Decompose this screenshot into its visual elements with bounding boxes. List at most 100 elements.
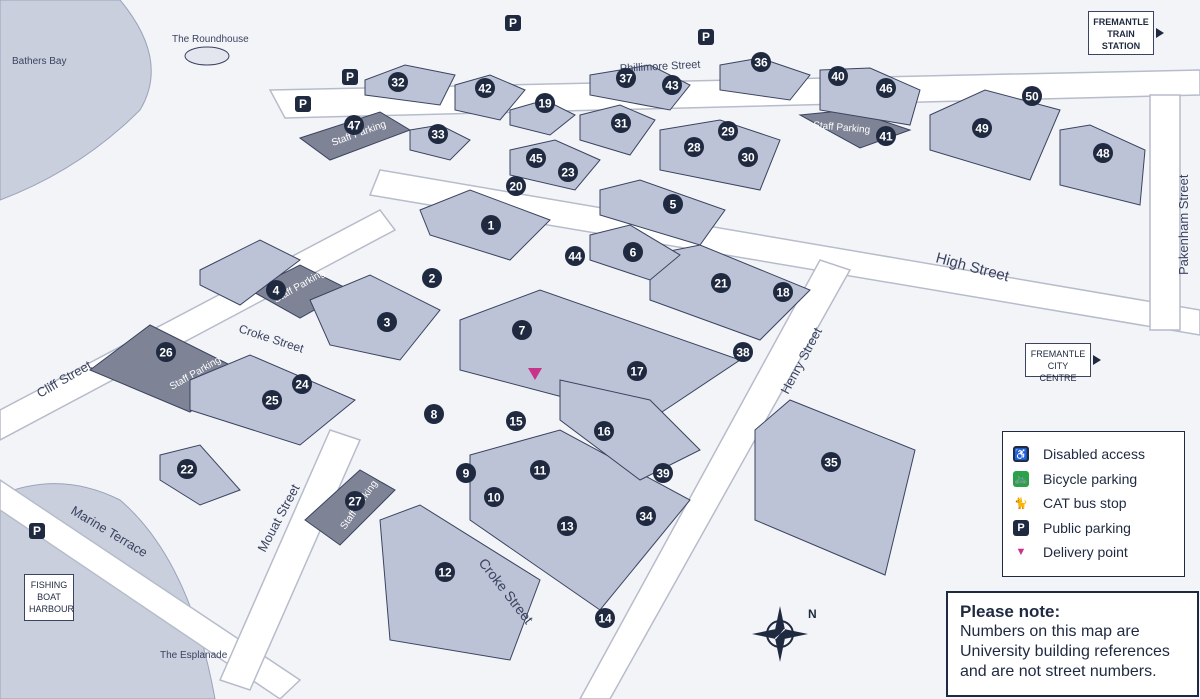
marker-circle[interactable] bbox=[526, 148, 546, 168]
building-marker-43[interactable]: 43 bbox=[662, 75, 682, 95]
building-marker-19[interactable]: 19 bbox=[535, 93, 555, 113]
building-marker-32[interactable]: 32 bbox=[388, 72, 408, 92]
building-marker-18[interactable]: 18 bbox=[773, 282, 793, 302]
marker-circle[interactable] bbox=[344, 115, 364, 135]
marker-circle[interactable] bbox=[876, 78, 896, 98]
building-marker-40[interactable]: 40 bbox=[828, 66, 848, 86]
marker-circle[interactable] bbox=[558, 162, 578, 182]
marker-circle[interactable] bbox=[751, 52, 771, 72]
building-marker-21[interactable]: 21 bbox=[711, 273, 731, 293]
marker-circle[interactable] bbox=[177, 459, 197, 479]
building-marker-7[interactable]: 7 bbox=[512, 320, 532, 340]
marker-circle[interactable] bbox=[663, 194, 683, 214]
marker-circle[interactable] bbox=[773, 282, 793, 302]
marker-circle[interactable] bbox=[662, 75, 682, 95]
building-marker-25[interactable]: 25 bbox=[262, 390, 282, 410]
marker-circle[interactable] bbox=[456, 463, 476, 483]
marker-circle[interactable] bbox=[422, 268, 442, 288]
marker-circle[interactable] bbox=[292, 374, 312, 394]
building-marker-38[interactable]: 38 bbox=[733, 342, 753, 362]
building-marker-12[interactable]: 12 bbox=[435, 562, 455, 582]
building-marker-48[interactable]: 48 bbox=[1093, 143, 1113, 163]
marker-circle[interactable] bbox=[738, 147, 758, 167]
marker-circle[interactable] bbox=[435, 562, 455, 582]
building-marker-6[interactable]: 6 bbox=[623, 242, 643, 262]
marker-circle[interactable] bbox=[627, 361, 647, 381]
marker-circle[interactable] bbox=[972, 118, 992, 138]
marker-circle[interactable] bbox=[428, 124, 448, 144]
marker-circle[interactable] bbox=[512, 320, 532, 340]
building-marker-39[interactable]: 39 bbox=[653, 463, 673, 483]
building-marker-23[interactable]: 23 bbox=[558, 162, 578, 182]
train-station-box[interactable]: FREMANTLE TRAIN STATION bbox=[1088, 11, 1164, 55]
building-marker-22[interactable]: 22 bbox=[177, 459, 197, 479]
marker-circle[interactable] bbox=[484, 487, 504, 507]
building-marker-37[interactable]: 37 bbox=[616, 68, 636, 88]
marker-circle[interactable] bbox=[506, 411, 526, 431]
building-marker-26[interactable]: 26 bbox=[156, 342, 176, 362]
building-marker-34[interactable]: 34 bbox=[636, 506, 656, 526]
building-marker-49[interactable]: 49 bbox=[972, 118, 992, 138]
marker-circle[interactable] bbox=[711, 273, 731, 293]
building-marker-33[interactable]: 33 bbox=[428, 124, 448, 144]
building-marker-36[interactable]: 36 bbox=[751, 52, 771, 72]
marker-circle[interactable] bbox=[653, 463, 673, 483]
marker-circle[interactable] bbox=[718, 121, 738, 141]
building-marker-45[interactable]: 45 bbox=[526, 148, 546, 168]
building-marker-14[interactable]: 14 bbox=[595, 608, 615, 628]
building-marker-10[interactable]: 10 bbox=[484, 487, 504, 507]
building-marker-41[interactable]: 41 bbox=[876, 126, 896, 146]
marker-circle[interactable] bbox=[535, 93, 555, 113]
marker-circle[interactable] bbox=[345, 491, 365, 511]
building-marker-9[interactable]: 9 bbox=[456, 463, 476, 483]
marker-circle[interactable] bbox=[388, 72, 408, 92]
marker-circle[interactable] bbox=[623, 242, 643, 262]
building-marker-24[interactable]: 24 bbox=[292, 374, 312, 394]
marker-circle[interactable] bbox=[475, 78, 495, 98]
building-marker-44[interactable]: 44 bbox=[565, 246, 585, 266]
building-marker-16[interactable]: 16 bbox=[594, 421, 614, 441]
marker-circle[interactable] bbox=[733, 342, 753, 362]
building-marker-5[interactable]: 5 bbox=[663, 194, 683, 214]
marker-circle[interactable] bbox=[1022, 86, 1042, 106]
building-marker-35[interactable]: 35 bbox=[821, 452, 841, 472]
building-marker-2[interactable]: 2 bbox=[422, 268, 442, 288]
building-marker-15[interactable]: 15 bbox=[506, 411, 526, 431]
marker-circle[interactable] bbox=[262, 390, 282, 410]
building-marker-11[interactable]: 11 bbox=[530, 460, 550, 480]
marker-circle[interactable] bbox=[557, 516, 577, 536]
building-marker-3[interactable]: 3 bbox=[377, 312, 397, 332]
building-marker-1[interactable]: 1 bbox=[481, 215, 501, 235]
marker-circle[interactable] bbox=[821, 452, 841, 472]
building-marker-29[interactable]: 29 bbox=[718, 121, 738, 141]
marker-circle[interactable] bbox=[595, 608, 615, 628]
building-marker-50[interactable]: 50 bbox=[1022, 86, 1042, 106]
marker-circle[interactable] bbox=[481, 215, 501, 235]
building-marker-47[interactable]: 47 bbox=[344, 115, 364, 135]
building-marker-28[interactable]: 28 bbox=[684, 137, 704, 157]
marker-circle[interactable] bbox=[611, 113, 631, 133]
building-marker-8[interactable]: 8 bbox=[424, 404, 444, 424]
marker-circle[interactable] bbox=[506, 176, 526, 196]
building-marker-31[interactable]: 31 bbox=[611, 113, 631, 133]
marker-circle[interactable] bbox=[594, 421, 614, 441]
building-marker-27[interactable]: 27 bbox=[345, 491, 365, 511]
marker-circle[interactable] bbox=[828, 66, 848, 86]
city-centre-box[interactable]: FREMANTLE CITY CENTRE bbox=[1025, 343, 1101, 383]
marker-circle[interactable] bbox=[266, 280, 286, 300]
fishing-harbour-box[interactable]: FISHING BOAT HARBOUR bbox=[24, 574, 74, 621]
marker-circle[interactable] bbox=[876, 126, 896, 146]
marker-circle[interactable] bbox=[616, 68, 636, 88]
building-marker-13[interactable]: 13 bbox=[557, 516, 577, 536]
marker-circle[interactable] bbox=[684, 137, 704, 157]
building-marker-46[interactable]: 46 bbox=[876, 78, 896, 98]
building-marker-20[interactable]: 20 bbox=[506, 176, 526, 196]
building-marker-4[interactable]: 4 bbox=[266, 280, 286, 300]
marker-circle[interactable] bbox=[156, 342, 176, 362]
building-marker-30[interactable]: 30 bbox=[738, 147, 758, 167]
marker-circle[interactable] bbox=[636, 506, 656, 526]
marker-circle[interactable] bbox=[1093, 143, 1113, 163]
marker-circle[interactable] bbox=[530, 460, 550, 480]
building-marker-42[interactable]: 42 bbox=[475, 78, 495, 98]
marker-circle[interactable] bbox=[565, 246, 585, 266]
